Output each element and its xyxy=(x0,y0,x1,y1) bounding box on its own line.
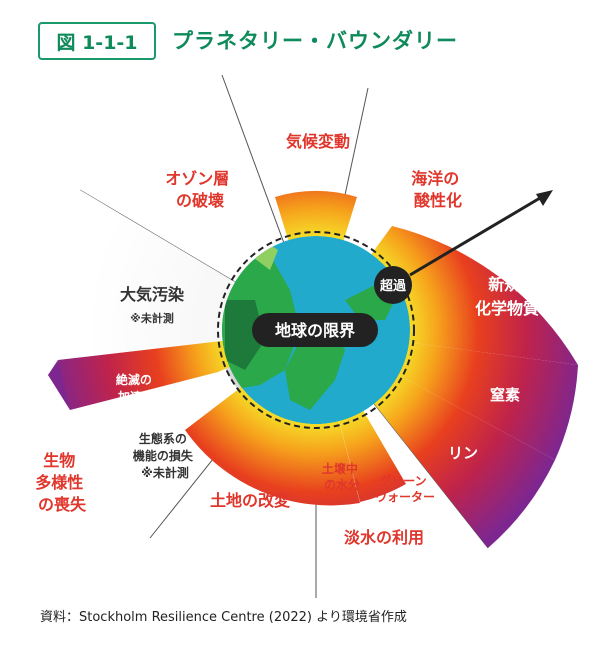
label-land-system-change: 土地の改変 xyxy=(210,491,290,510)
label-aerosol-loading: 大気汚染 xyxy=(120,285,185,304)
planetary-boundaries-diagram: 地球の限界 超過 気候変動 海洋の 酸性化 オゾン層 の破壊 新規 化学物質 窒… xyxy=(35,74,578,598)
figure-number: 図 1-1-1 xyxy=(38,22,156,60)
source-note: 資料：Stockholm Resilience Centre (2022) より… xyxy=(40,610,407,625)
label-novel-entities: 新規 化学物質 xyxy=(475,275,539,318)
label-freshwater-use: 淡水の利用 xyxy=(344,528,424,547)
exceeded-indicator: 超過 xyxy=(374,190,553,304)
label-ozone-depletion: オゾン層 の破壊 xyxy=(165,169,235,210)
exceeded-label: 超過 xyxy=(380,278,407,294)
label-genetic-diversity: 絶滅の 加速度 xyxy=(116,372,156,404)
center-label-pill: 地球の限界 xyxy=(252,313,378,347)
label-biodiversity-loss: 生物 多様性 の喪失 xyxy=(35,451,89,514)
label-climate-change: 気候変動 xyxy=(286,132,350,151)
safe-boundary-circle xyxy=(217,231,415,429)
label-green-water: グリーン ウォーター xyxy=(375,473,435,504)
arrow-head-icon xyxy=(536,190,553,206)
center-label: 地球の限界 xyxy=(275,321,355,340)
label-soil-water: 土壌中 の水分 xyxy=(322,461,362,492)
label-nitrogen: 窒素 xyxy=(490,386,520,404)
figure-title: プラネタリー・バウンダリー xyxy=(172,29,458,53)
label-aerosol-note: ※未計測 xyxy=(130,311,174,325)
sector-labels: 気候変動 海洋の 酸性化 オゾン層 の破壊 新規 化学物質 窒素 リン グリーン… xyxy=(35,132,539,547)
sector-genetic-outer xyxy=(48,360,70,410)
label-functional-diversity: 生態系の 機能の損失 ※未計測 xyxy=(133,431,197,480)
label-ocean-acidification: 海洋の 酸性化 xyxy=(411,169,465,210)
label-phosphorus: リン xyxy=(448,444,478,462)
